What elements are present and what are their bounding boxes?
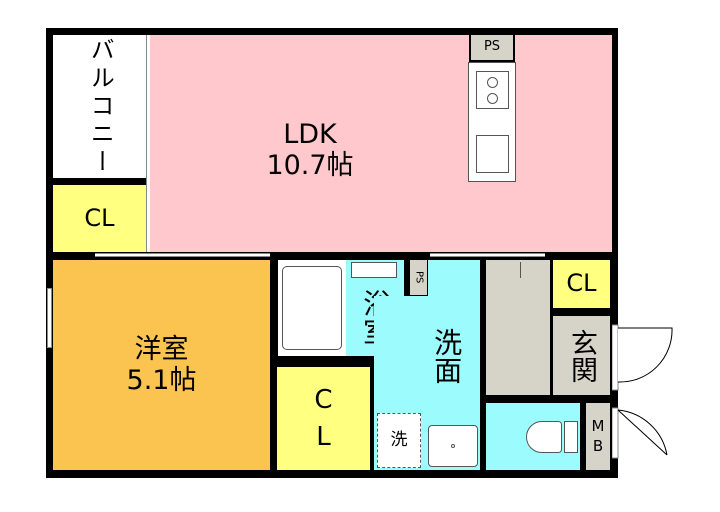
ldk-label: LDK 10.7帖 bbox=[210, 115, 410, 185]
kitchen-counter bbox=[468, 62, 516, 182]
window-west bbox=[47, 288, 52, 348]
ldk-room: LDK 10.7帖 bbox=[150, 35, 612, 252]
closet-entrance: CL bbox=[553, 260, 610, 308]
washer-label: 洗 bbox=[390, 429, 408, 450]
washbasin-icon bbox=[428, 425, 478, 467]
closet-mid: C L bbox=[277, 367, 370, 470]
entrance: 玄関 bbox=[553, 316, 610, 395]
balcony: バルコニー bbox=[53, 35, 146, 178]
entrance-door-icon[interactable] bbox=[612, 320, 682, 480]
bathtub-icon bbox=[282, 266, 342, 350]
ps-kitchen: PS bbox=[469, 35, 515, 62]
balcony-label: バルコニー bbox=[86, 36, 115, 177]
toilet-room bbox=[486, 403, 580, 470]
ps-small: PS bbox=[410, 260, 427, 295]
closet-mid-label: C L bbox=[314, 385, 333, 452]
washroom-upper bbox=[428, 260, 480, 300]
washer-space: 洗 bbox=[377, 413, 421, 468]
sliding-window bbox=[146, 35, 150, 252]
ldk-name: LDK bbox=[283, 118, 337, 150]
western-room: 洋室 5.1帖 bbox=[53, 260, 270, 470]
stove-icon bbox=[476, 71, 509, 109]
window-top-ldk bbox=[95, 253, 270, 257]
meter-box: M B bbox=[586, 403, 610, 470]
hallway bbox=[486, 260, 550, 395]
mb-label: M B bbox=[591, 417, 605, 455]
ps-small-label: PS bbox=[413, 271, 425, 284]
closet-entrance-label: CL bbox=[566, 269, 597, 298]
western-label: 洋室 5.1帖 bbox=[53, 330, 270, 400]
ps-kitchen-label: PS bbox=[483, 39, 501, 55]
ldk-size: 10.7帖 bbox=[266, 150, 354, 181]
window-hall bbox=[430, 253, 545, 257]
closet-top-label: CL bbox=[84, 203, 115, 232]
western-size: 5.1帖 bbox=[126, 365, 197, 396]
bathtub-area bbox=[278, 260, 346, 356]
sink-icon bbox=[476, 135, 509, 173]
closet-top: CL bbox=[53, 185, 146, 252]
washroom-label: 洗面 bbox=[430, 327, 464, 384]
entrance-label: 玄関 bbox=[566, 328, 598, 383]
toilet-icon bbox=[526, 421, 562, 453]
western-name: 洋室 bbox=[134, 333, 189, 365]
